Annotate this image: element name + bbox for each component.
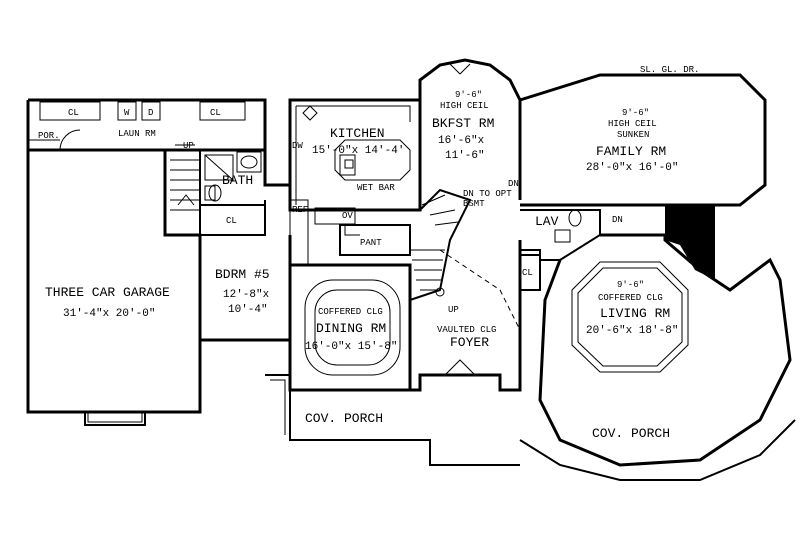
sl-gl-dr-label: SL. GL. DR. [640,65,699,75]
porch-small-label: POR. [38,131,60,141]
dn-bsmt-label-2: BSMT [463,199,485,209]
living-label: LIVING RM [600,306,670,321]
porch-right [519,419,796,481]
garage [26,129,202,426]
cov-porch-left-label: COV. PORCH [305,411,383,426]
cl-label-3: CL [226,216,237,226]
up-laundry-label: UP [183,141,194,151]
dining-dimensions: 16'-0"x 15'-8" [305,341,397,353]
oven-label: OV [342,211,353,221]
breakfast-room [418,58,522,200]
dryer-label: D [148,108,153,118]
dining-label: DINING RM [316,321,386,336]
dn-label-1: DN [508,179,519,189]
bkfst-label: BKFST RM [432,116,494,131]
bkfst-ceiling-note: HIGH CEIL [440,101,489,111]
bedroom-label: BDRM #5 [215,267,270,282]
dining-ceiling-note: COFFERED CLG [318,307,383,317]
laundry-area [26,98,267,151]
foyer [410,240,522,392]
dn-bsmt-label-1: DN TO OPT [463,189,512,199]
lav-label: LAV [535,214,559,229]
dishwasher-label: DW [292,141,303,151]
family-dimensions: 28'-0"x 16'-0" [586,162,678,174]
kitchen-dimensions: 15'-0"x 14'-4' [312,145,404,157]
laundry-label: LAUN RM [118,129,156,139]
stair [409,188,521,331]
cov-porch-right-label: COV. PORCH [592,426,670,441]
living-ceiling-height: 9'-6" [617,280,644,290]
ref-label: REF [292,205,308,215]
dn-label-2: DN [612,215,623,225]
porch-left [265,374,520,466]
bath-label: BATH [222,173,253,188]
up-stair-label: UP [448,305,459,315]
family-label: FAMILY RM [596,144,666,159]
family-room [519,73,767,207]
wet-bar-label: WET BAR [357,183,395,193]
garage-dimensions: 31'-4"x 20'-0" [63,308,155,320]
fireplace [665,205,715,280]
family-sunken-note: SUNKEN [617,130,649,140]
living-room [538,233,792,467]
washer-label: W [124,108,130,118]
bedroom-dimensions-1: 12'-8"x [223,289,270,301]
kitchen-label: KITCHEN [330,126,385,141]
bkfst-ceiling-height: 9'-6" [455,90,482,100]
bkfst-dimensions-2: 11'-6" [445,150,485,162]
cl-label-2: CL [210,108,221,118]
bath-area [165,148,290,236]
pantry [339,224,411,256]
bedroom-dimensions-2: 10'-4" [228,304,268,316]
foyer-ceiling-note: VAULTED CLG [437,325,496,335]
living-dimensions: 20'-6"x 18'-8" [586,325,678,337]
pantry-label: PANT [360,238,382,248]
cl-label-1: CL [68,108,79,118]
living-ceiling-note: COFFERED CLG [598,293,663,303]
family-ceiling-note: HIGH CEIL [608,119,657,129]
garage-label: THREE CAR GARAGE [45,285,170,300]
bkfst-dimensions-1: 16'-6"x [438,135,485,147]
lavatory [520,209,601,291]
family-ceiling-height: 9'-6" [622,108,649,118]
bedroom-5 [198,235,292,342]
cl-label-4: CL [522,268,533,278]
foyer-label: FOYER [450,335,489,350]
kitchen [288,98,422,266]
